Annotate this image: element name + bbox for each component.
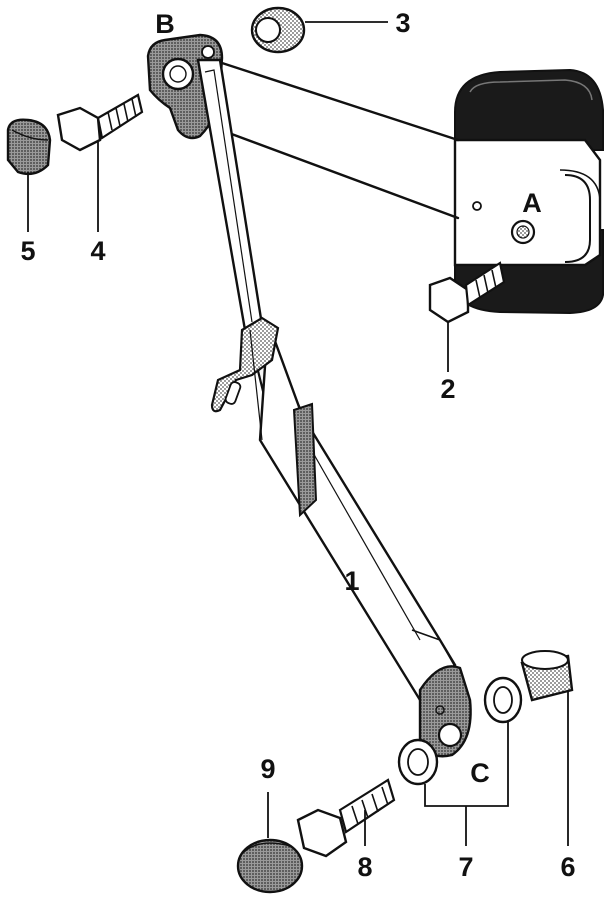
- upper-webbing-strands: [208, 61, 460, 220]
- callout-part-3: 3: [395, 8, 410, 38]
- callout-point-b: B: [155, 9, 175, 39]
- callout-part-9: 9: [260, 754, 275, 784]
- spacer-bushing-icon: [520, 650, 574, 702]
- lower-anchor-plate-icon: [418, 665, 472, 758]
- callout-part-4: 4: [90, 236, 105, 266]
- upper-cap-nut-icon: [6, 118, 52, 176]
- callout-part-5: 5: [20, 236, 35, 266]
- lower-bolt-icon: [296, 778, 396, 858]
- grommet-icon: [250, 6, 306, 54]
- callout-part-8: 8: [357, 852, 372, 882]
- callout-part-7: 7: [458, 852, 473, 882]
- retractor-reel-icon: [453, 68, 604, 315]
- belt-tongue-icon: [210, 316, 280, 441]
- callout-part-2: 2: [440, 374, 455, 404]
- lower-cap-nut-icon: [236, 838, 304, 894]
- callout-part-6: 6: [560, 852, 575, 882]
- washer-upper-icon: [483, 676, 523, 724]
- belt-adjuster-icon: [292, 402, 318, 518]
- washer-lower-icon: [397, 738, 439, 786]
- callout-part-1: 1: [344, 566, 359, 596]
- callout-point-a: A: [522, 188, 542, 218]
- upper-bolt-icon: [56, 93, 144, 152]
- callout-point-c: C: [470, 758, 490, 788]
- callout-labels: 1 2 3 4 5 6 7 8 9 A B C: [20, 8, 575, 882]
- leader-lines: [27, 21, 569, 846]
- reel-bolt-icon: [428, 261, 506, 324]
